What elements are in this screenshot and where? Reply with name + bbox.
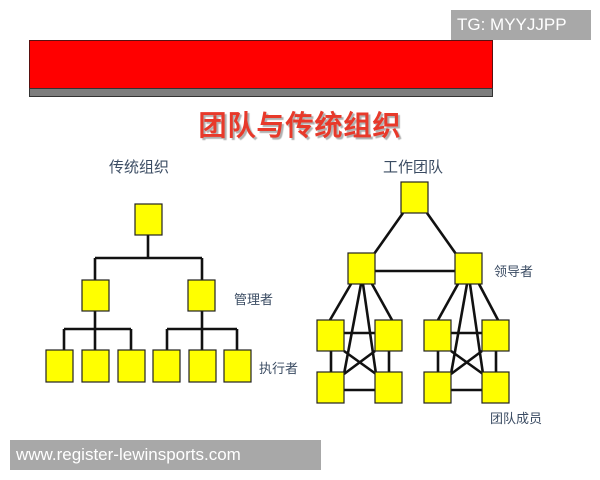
executor-node: [223, 349, 252, 383]
member-node: [481, 319, 510, 352]
leaders-label: 领导者: [494, 265, 534, 280]
member-node: [423, 371, 452, 404]
executor-node: [117, 349, 146, 383]
top-manager-node: [134, 203, 163, 236]
work-team-network: [316, 181, 510, 404]
member-node: [374, 371, 403, 404]
leader-node: [454, 252, 483, 285]
traditional-org-tree: [45, 203, 252, 383]
team-top-node: [400, 181, 429, 214]
leader-node: [347, 252, 376, 285]
tg-badge: TG: MYYJJPP: [451, 10, 591, 40]
manager-node: [81, 279, 110, 312]
page-title: 团队与传统组织: [198, 109, 402, 142]
executor-node: [188, 349, 217, 383]
traditional-org-title: 传统组织: [109, 158, 170, 176]
manager-node: [187, 279, 216, 312]
managers-label: 管理者: [234, 293, 274, 308]
member-node: [316, 319, 345, 352]
executor-node: [81, 349, 110, 383]
member-node: [423, 319, 452, 352]
member-node: [316, 371, 345, 404]
executors-label: 执行者: [259, 362, 299, 377]
team-members-label: 团队成员: [490, 412, 543, 427]
watermark-url: www.register-lewinsports.com: [10, 440, 321, 470]
executor-node: [152, 349, 181, 383]
work-team-title: 工作团队: [383, 158, 444, 176]
member-node: [481, 371, 510, 404]
header-bar-shadow: [29, 88, 493, 97]
member-node: [374, 319, 403, 352]
executor-node: [45, 349, 74, 383]
